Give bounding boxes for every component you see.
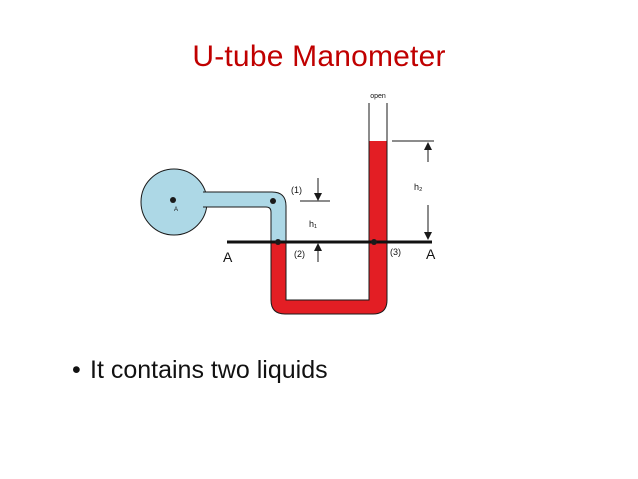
point-2-label: (2) [294, 249, 305, 259]
datum-left-label: A [223, 249, 233, 265]
point-1-label: (1) [291, 185, 302, 195]
pressure-vessel [140, 168, 287, 242]
bullet-text: It contains two liquids [90, 356, 328, 384]
bullet-item: • It contains two liquids [72, 356, 328, 385]
h2-label: h₂ [414, 182, 423, 192]
bullet-marker: • [72, 356, 81, 384]
point-3-marker [371, 239, 377, 245]
point-1-marker [270, 198, 276, 204]
open-label: open [370, 93, 386, 100]
vessel-point-label: A [174, 207, 178, 213]
slide-title: U-tube Manometer [192, 40, 446, 73]
datum-right-label: A [426, 246, 436, 262]
point-3-label: (3) [390, 247, 401, 257]
manometer-fluid [270, 103, 388, 315]
point-2-marker [275, 239, 281, 245]
h2-dimension [392, 140, 434, 240]
h1-dimension [300, 178, 330, 262]
h1-label: h₁ [309, 219, 317, 229]
vessel-point-marker [170, 197, 176, 203]
